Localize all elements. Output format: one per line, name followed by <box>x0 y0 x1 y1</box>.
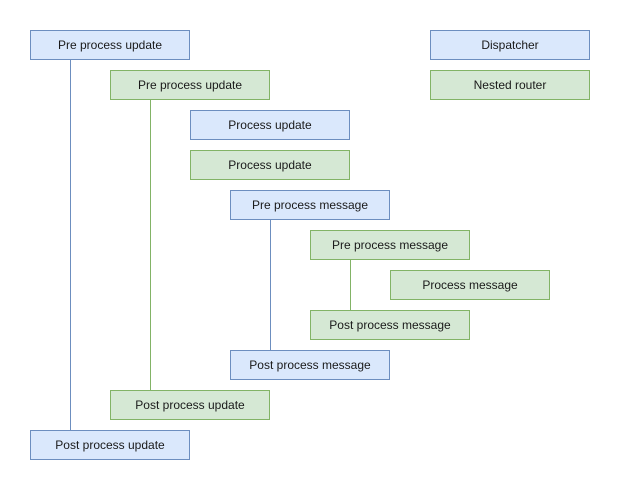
connector-line <box>150 100 151 390</box>
flow-node[interactable]: Pre process message <box>230 190 390 220</box>
legend-item-dispatcher[interactable]: Dispatcher <box>430 30 590 60</box>
flow-node[interactable]: Pre process message <box>310 230 470 260</box>
flow-node[interactable]: Pre process update <box>110 70 270 100</box>
flow-node[interactable]: Pre process update <box>30 30 190 60</box>
flow-node[interactable]: Process message <box>390 270 550 300</box>
flow-node[interactable]: Post process message <box>310 310 470 340</box>
connector-line <box>70 60 71 430</box>
flow-node[interactable]: Process update <box>190 150 350 180</box>
legend-item-nested-router[interactable]: Nested router <box>430 70 590 100</box>
connector-line <box>350 260 351 310</box>
flow-node[interactable]: Post process update <box>30 430 190 460</box>
connector-line <box>270 220 271 350</box>
flow-node[interactable]: Post process message <box>230 350 390 380</box>
flow-node[interactable]: Process update <box>190 110 350 140</box>
flow-node[interactable]: Post process update <box>110 390 270 420</box>
